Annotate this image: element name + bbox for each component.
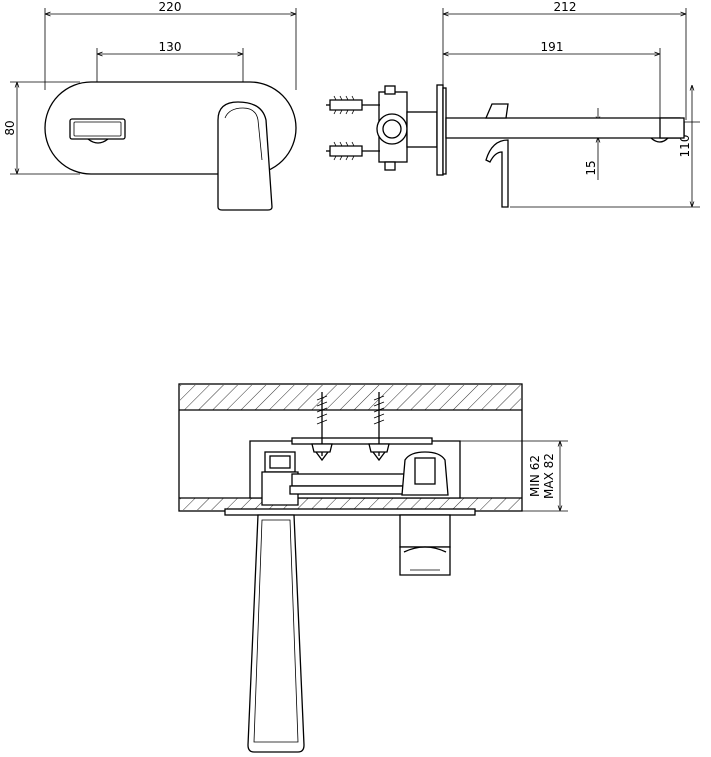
min-depth-label: MIN 62 xyxy=(528,455,542,497)
side-depth-label: 212 xyxy=(554,0,577,14)
installation-depth-dimension: MIN 62 MAX 82 xyxy=(460,440,568,512)
front-centers-dimension: 130 xyxy=(97,40,243,54)
installed-wall-plate xyxy=(224,508,476,516)
side-total-height-dimension: 110 xyxy=(678,85,692,207)
side-total-height-label: 110 xyxy=(678,135,692,158)
side-reach-label: 191 xyxy=(541,40,564,54)
anchor-left xyxy=(311,392,333,462)
side-depth-dimension: 212 xyxy=(443,0,686,14)
spout-side xyxy=(445,103,685,143)
max-depth-label: MAX 82 xyxy=(542,453,556,499)
wall-hatch-top xyxy=(180,385,521,410)
anchor-right xyxy=(368,392,390,462)
wall-plug-lower xyxy=(326,141,363,161)
installation-view: MIN 62 MAX 82 xyxy=(178,383,568,753)
installed-spout xyxy=(247,514,305,753)
front-width-label: 220 xyxy=(159,0,182,14)
lever-handle xyxy=(69,118,126,144)
front-height-dimension: 80 xyxy=(3,82,17,174)
side-spout-height-label: 15 xyxy=(584,160,598,175)
side-reach-dimension: 191 xyxy=(443,40,660,54)
lever-side xyxy=(485,139,509,208)
valve-body-installed xyxy=(261,451,449,506)
wall-hatch-bottom xyxy=(180,498,521,510)
side-view: 212 191 15 110 xyxy=(326,0,700,208)
front-height-label: 80 xyxy=(3,120,17,135)
front-view: 220 130 80 xyxy=(3,0,297,211)
concealed-valve-body xyxy=(362,85,438,171)
side-spout-height-dimension: 15 xyxy=(584,108,598,180)
installed-lever xyxy=(399,514,451,576)
spout-front xyxy=(217,101,273,211)
front-width-dimension: 220 xyxy=(45,0,296,14)
front-centers-label: 130 xyxy=(159,40,182,54)
wall-plate-side xyxy=(436,84,444,176)
wall-plug-upper xyxy=(326,95,363,115)
